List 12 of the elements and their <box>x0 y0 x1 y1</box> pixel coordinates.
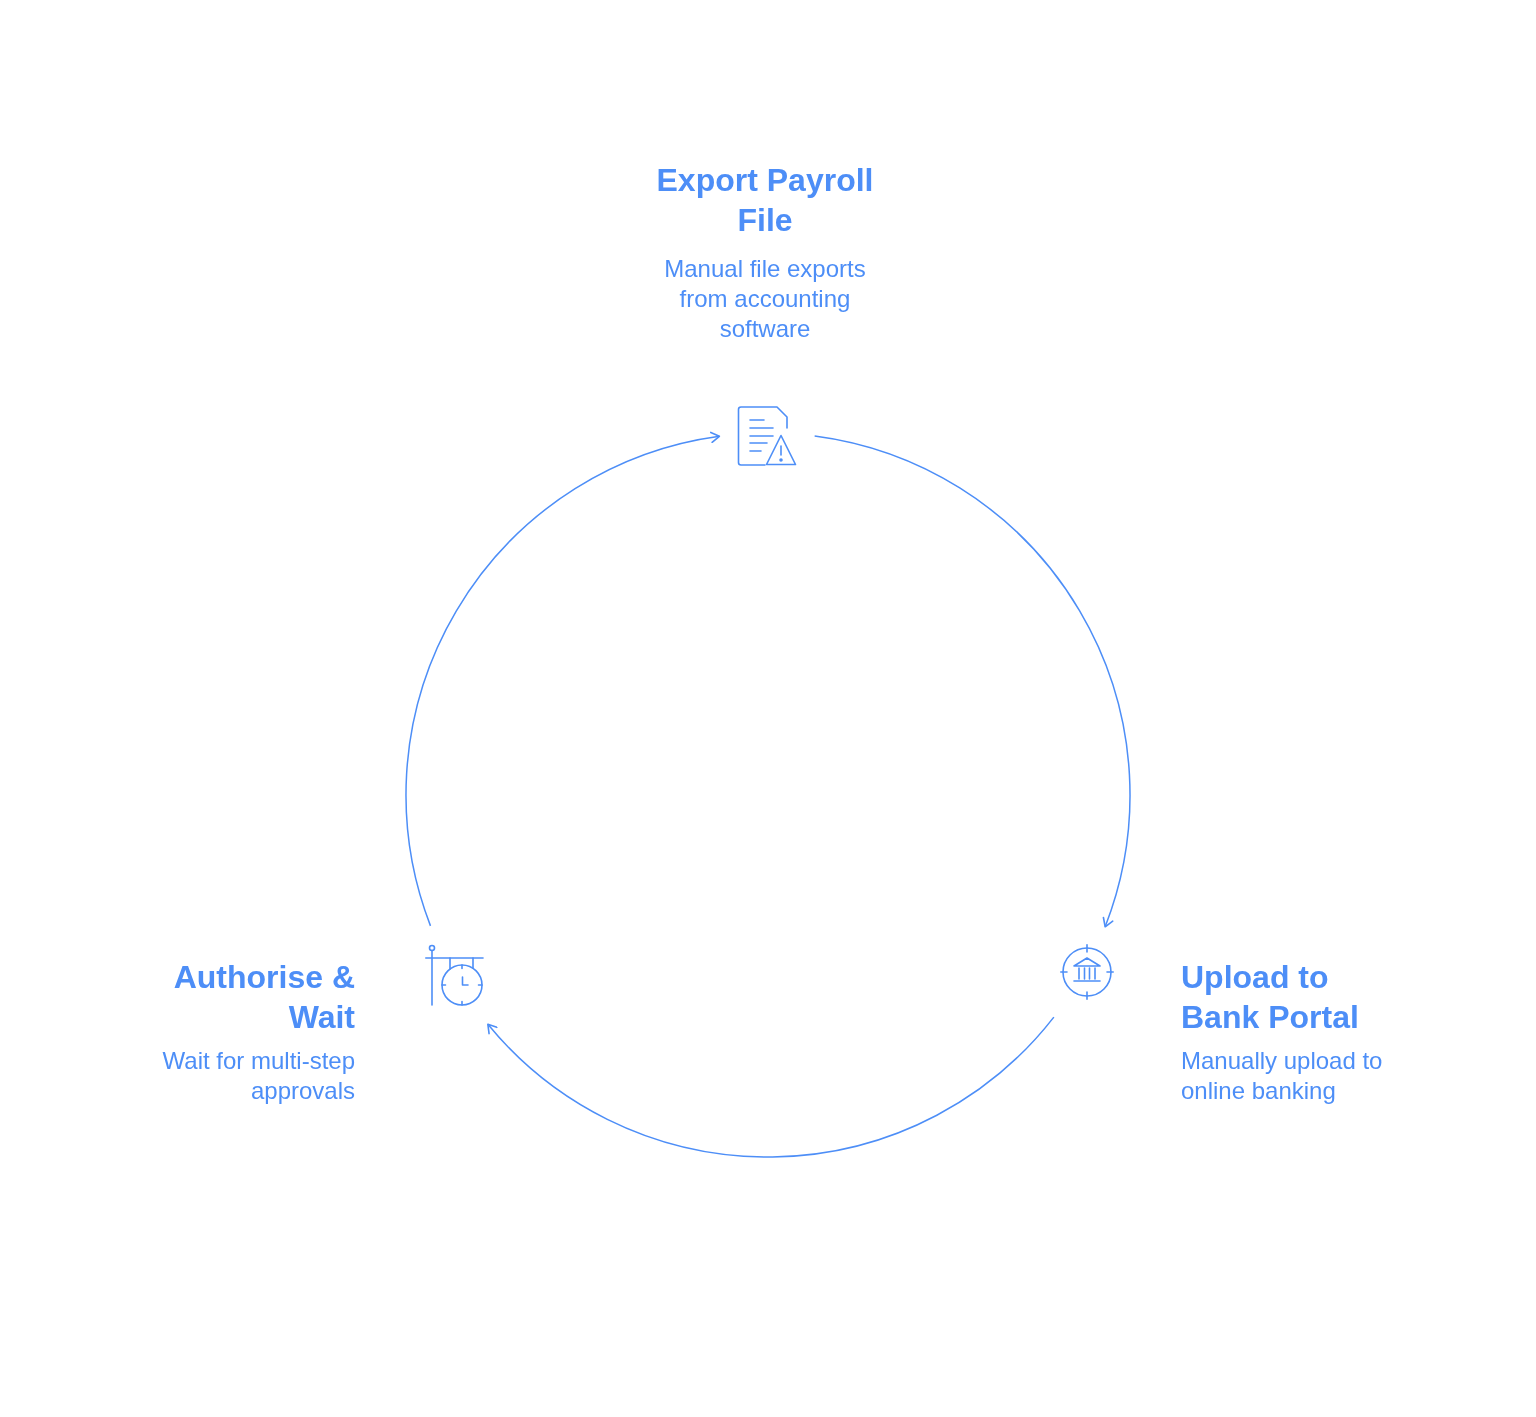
step-title: Upload to Bank Portal <box>1181 958 1360 1037</box>
step-description: Wait for multi-step approvals <box>161 1046 355 1106</box>
bank-icon <box>1060 944 1114 1000</box>
step-description: Manually upload to online banking <box>1181 1046 1384 1106</box>
curved-arrow <box>405 432 721 927</box>
step-title: Export Payroll File <box>655 161 875 240</box>
hanging-clock-icon <box>425 943 485 1007</box>
step-description: Manual file exports from accounting software <box>663 254 867 344</box>
document-warning-icon <box>737 405 797 467</box>
curved-arrow <box>487 1016 1055 1158</box>
curved-arrow <box>813 435 1131 928</box>
step-title: Authorise & Wait <box>172 958 355 1037</box>
